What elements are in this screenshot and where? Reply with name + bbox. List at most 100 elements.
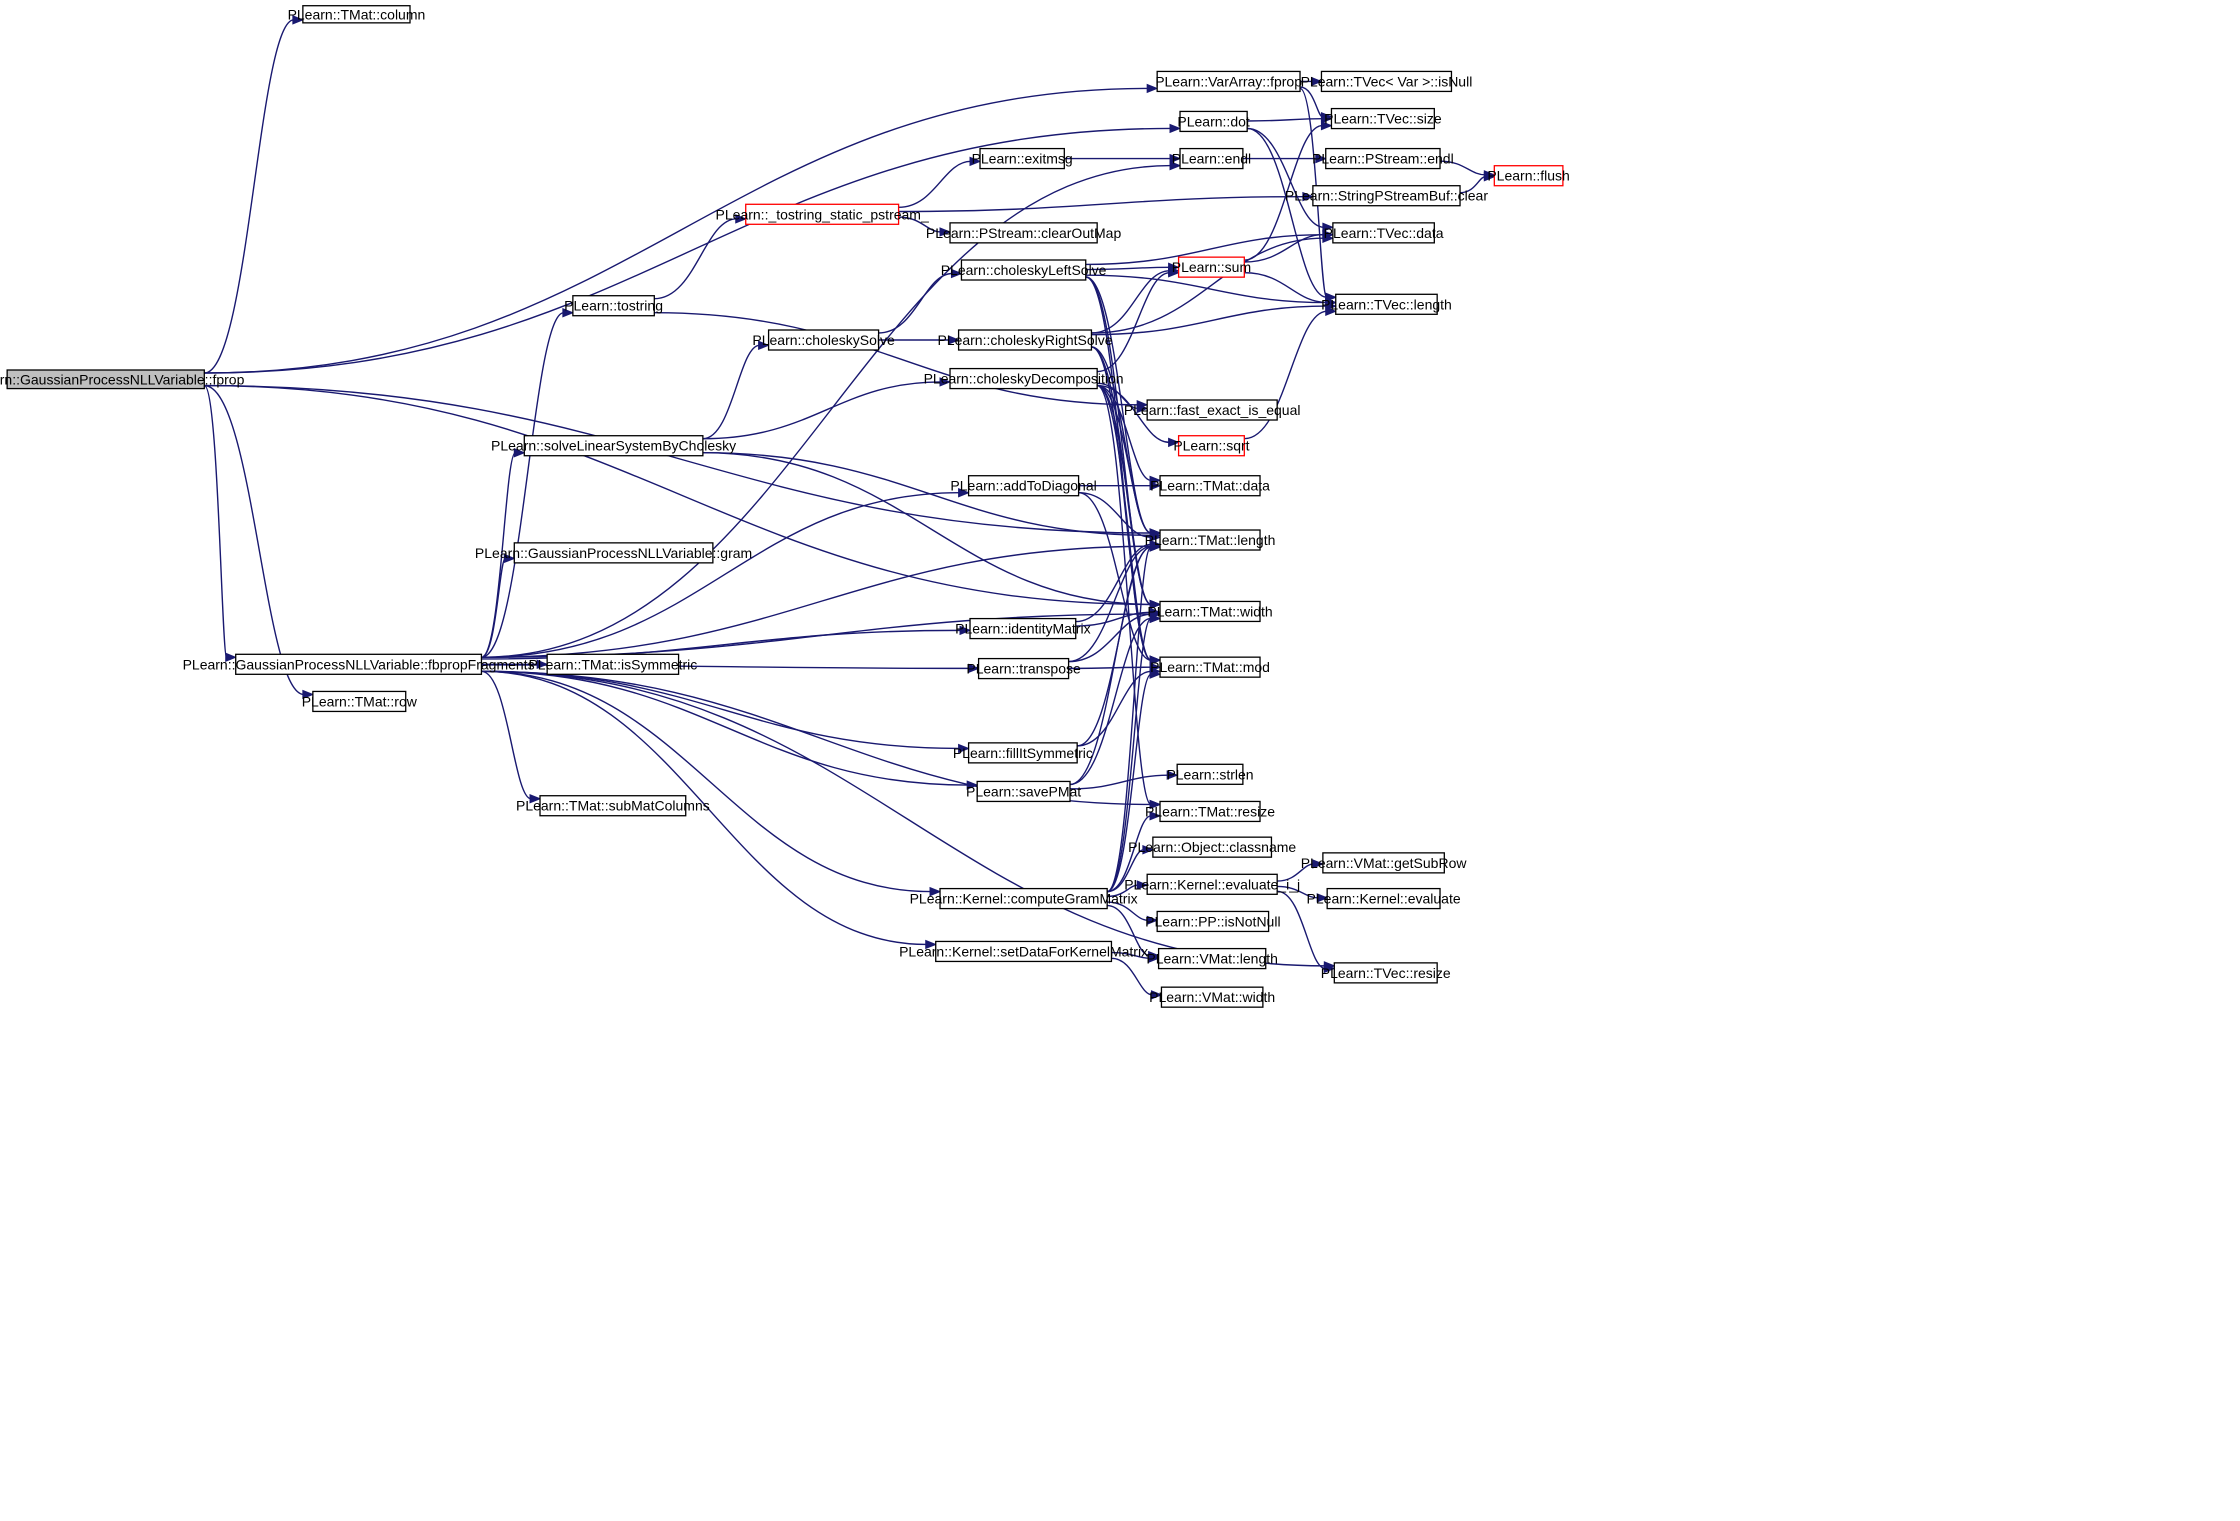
node-tmat-resize[interactable]: PLearn::TMat::resize	[1145, 800, 1275, 823]
node-vmat-width[interactable]: PLearn::VMat::width	[1149, 986, 1275, 1008]
node-tostring[interactable]: PLearn::tostring	[564, 295, 663, 317]
node-solve-linear[interactable]: PLearn::solveLinearSystemByCholesky	[491, 435, 736, 457]
node-pstream-endl[interactable]: PLearn::PStream::endl	[1312, 147, 1454, 170]
node-exitmsg[interactable]: PLearn::exitmsg	[972, 147, 1073, 170]
edge-fbprop-to-save_pmat	[481, 670, 969, 786]
node-tvec-var-isnull[interactable]: PLearn::TVec< Var >::isNull	[1301, 70, 1473, 93]
arrowhead-fprop-to-fbprop	[225, 652, 238, 663]
node-label: PLearn::PP::isNotNull	[1145, 913, 1280, 929]
node-box	[969, 617, 1077, 640]
node-cholesky-right[interactable]: PLearn::choleskyRightSolve	[937, 329, 1113, 351]
node-fast-exact[interactable]: PLearn::fast_exact_is_equal	[1124, 399, 1301, 421]
node-box	[1332, 222, 1435, 244]
node-label: PLearn::TVec::data	[1324, 225, 1444, 241]
edge-cholesky_decomp-to-tmat_mod	[1096, 384, 1152, 661]
node-box	[1159, 656, 1261, 678]
node-dot[interactable]: PLearn::dot	[1177, 110, 1250, 133]
node-box	[513, 542, 714, 564]
edge-fbprop-to-tmat_length	[481, 545, 1152, 658]
node-tmat-issym[interactable]: PLearn::TMat::isSymmetric	[528, 653, 697, 675]
node-label: PLearn::Kernel::evaluate	[1307, 891, 1461, 907]
node-identity[interactable]: PLearn::identityMatrix	[955, 617, 1091, 640]
node-compute-gram[interactable]: PLearn::Kernel::computeGramMatrix	[910, 887, 1138, 910]
node-box	[949, 222, 1098, 244]
node-set-data-kernel[interactable]: PLearn::Kernel::setDataForKernelMatrix	[899, 940, 1148, 963]
node-flush[interactable]: PLearn::flush	[1487, 165, 1570, 187]
edge-compute_gram-to-tmat_length	[1106, 546, 1152, 893]
node-cholesky-decomp[interactable]: PLearn::choleskyDecomposition	[924, 367, 1124, 390]
node-transpose[interactable]: PLearn::transpose	[966, 657, 1081, 680]
node-tvec-resize[interactable]: PLearn::TVec::resize	[1321, 962, 1451, 984]
edge-fbprop-to-submat_cols	[481, 670, 532, 800]
node-tmat-width[interactable]: PLearn::TMat::width	[1147, 600, 1273, 623]
node-vmat-length[interactable]: PLearn::VMat::length	[1146, 947, 1278, 970]
node-cholesky-solve[interactable]: PLearn::choleskySolve	[752, 329, 895, 351]
node-sum[interactable]: PLearn::sum	[1172, 256, 1251, 278]
node-kernel-evaluate[interactable]: PLearn::Kernel::evaluate	[1307, 887, 1461, 910]
node-tmat-data[interactable]: PLearn::TMat::data	[1150, 475, 1270, 497]
node-box	[745, 203, 900, 225]
node-label: PLearn::solveLinearSystemByCholesky	[491, 438, 736, 454]
edge-save_pmat-to-tmat_length	[1069, 546, 1152, 786]
node-stringpstreambuf-clear[interactable]: PLearn::StringPStreamBuf::clear	[1285, 185, 1488, 207]
node-fbprop[interactable]: PLearn::GaussianProcessNLLVariable::fbpr…	[183, 653, 535, 675]
node-tvec-data[interactable]: PLearn::TVec::data	[1324, 222, 1444, 244]
node-sqrt[interactable]: PLearn::sqrt	[1173, 435, 1250, 457]
node-fill-sym[interactable]: PLearn::fillItSymmetric	[953, 742, 1093, 764]
node-label: PLearn::TMat::width	[1147, 603, 1272, 619]
node-label: PLearn::PStream::endl	[1312, 151, 1454, 167]
node-tvec-size[interactable]: PLearn::TVec::size	[1324, 107, 1442, 130]
node-label: PLearn::tostring	[564, 298, 663, 314]
edge-cholesky_decomp-to-tmat_resize	[1096, 384, 1152, 806]
node-save-pmat[interactable]: PLearn::savePMat	[966, 780, 1081, 803]
arrowhead-fprop-to-vararray_fprop	[1146, 83, 1159, 94]
node-cholesky-left[interactable]: PLearn::choleskyLeftSolve	[941, 259, 1107, 281]
node-strlen[interactable]: PLearn::strlen	[1166, 763, 1254, 785]
node-label: PLearn::Object::classname	[1128, 839, 1296, 855]
edge-cholesky_decomp-to-tmat_width	[1096, 384, 1152, 606]
node-label: PLearn::sqrt	[1173, 438, 1249, 454]
node-box	[1159, 475, 1261, 497]
edges-layer	[203, 15, 1496, 1000]
arrowhead-solve_linear-to-tmat_width	[1149, 599, 1162, 610]
node-add-diag[interactable]: PLearn::addToDiagonal	[950, 475, 1097, 497]
node-fprop[interactable]: PLearn::GaussianProcessNLLVariable::fpro…	[0, 369, 245, 390]
node-pstream-clearoutmap[interactable]: PLearn::PStream::clearOutMap	[926, 222, 1122, 244]
edge-add_diag-to-tmat_mod	[1078, 492, 1152, 661]
node-tostring-static[interactable]: PLearn::_tostring_static_pstream_	[716, 203, 929, 225]
edge-identity-to-tmat_length	[1075, 543, 1152, 623]
node-tmat-row[interactable]: PLearn::TMat::row	[302, 690, 418, 713]
arrowhead-dot-to-tvec_size	[1320, 113, 1333, 124]
node-label: PLearn::choleskyRightSolve	[937, 332, 1112, 348]
node-tmat-length[interactable]: PLearn::TMat::length	[1145, 529, 1276, 551]
node-label: PLearn::Kernel::computeGramMatrix	[910, 891, 1138, 907]
node-vmat-getsubrow[interactable]: PLearn::VMat::getSubRow	[1301, 852, 1468, 874]
edge-save_pmat-to-tmat_width	[1069, 617, 1152, 786]
edge-compute_gram-to-tmat_mod	[1106, 673, 1152, 893]
node-box	[546, 653, 680, 675]
node-endl[interactable]: PLearn::endl	[1172, 147, 1251, 170]
node-tmat-column[interactable]: PLearn::TMat::column	[288, 5, 426, 24]
node-tvec-length[interactable]: PLearn::TVec::length	[1321, 293, 1452, 315]
arrowhead-tostring_static-to-stringpstreambuf_clear	[1302, 191, 1315, 202]
arrowhead-fprop-to-dot	[1169, 123, 1182, 134]
node-evaluate-ij[interactable]: PLearn::Kernel::evaluate_i_j	[1124, 873, 1300, 895]
nodes-layer: PLearn::GaussianProcessNLLVariable::fpro…	[0, 5, 1570, 1008]
node-gram[interactable]: PLearn::GaussianProcessNLLVariable::gram	[475, 542, 752, 564]
node-box	[976, 780, 1071, 803]
node-pp-isnotnull[interactable]: PLearn::PP::isNotNull	[1145, 910, 1281, 933]
arrowhead-exitmsg-to-endl	[1169, 153, 1182, 164]
arrowhead-compute_gram-to-classname	[1142, 844, 1155, 855]
node-label: PLearn::PStream::clearOutMap	[926, 225, 1122, 241]
node-classname[interactable]: PLearn::Object::classname	[1128, 836, 1296, 858]
node-label: PLearn::_tostring_static_pstream_	[716, 206, 929, 222]
node-box	[957, 329, 1093, 351]
node-label: PLearn::GaussianProcessNLLVariable::fbpr…	[183, 656, 535, 672]
node-vararray-fprop[interactable]: PLearn::VarArray::fprop	[1155, 70, 1302, 93]
node-box	[1179, 110, 1248, 133]
node-submat-cols[interactable]: PLearn::TMat::subMatColumns	[516, 795, 710, 817]
arrowhead-vararray_fprop-to-tvec_var_isnull	[1310, 76, 1323, 87]
node-box	[960, 259, 1087, 281]
node-tmat-mod[interactable]: PLearn::TMat::mod	[1150, 656, 1270, 678]
arrowhead-add_diag-to-tmat_mod	[1149, 655, 1162, 665]
